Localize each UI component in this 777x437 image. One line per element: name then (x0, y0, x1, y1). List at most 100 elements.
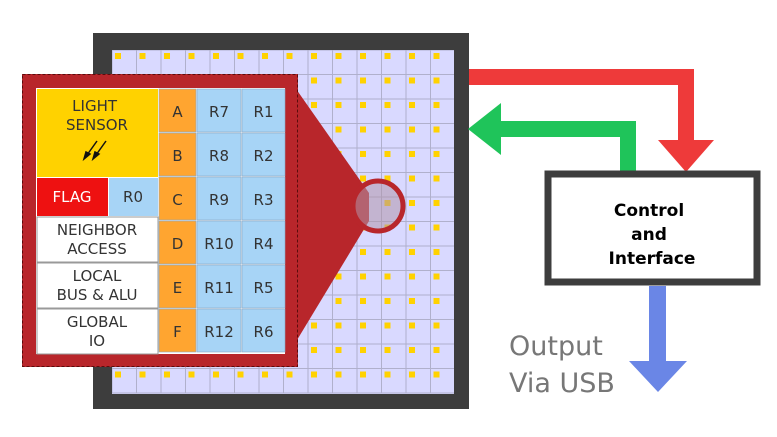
control-label-line-1: Control (614, 201, 684, 221)
pixel-dot (384, 298, 391, 304)
pixel-dot (384, 322, 391, 329)
pixel-dot (360, 77, 366, 84)
green-arrow-from-control (468, 103, 636, 172)
register-cell (241, 132, 286, 177)
r0-block (109, 178, 158, 216)
pixel-dot (409, 102, 415, 108)
flag-label: FLAG (53, 188, 92, 206)
pixel-dot (409, 77, 415, 84)
register-label: R7 (209, 103, 229, 121)
pixel-dot (433, 151, 440, 157)
pixel-dot (311, 322, 317, 329)
output-label-line-2: Via USB (509, 368, 615, 399)
pixel-dot (384, 151, 391, 157)
pixel-dot (286, 371, 293, 378)
block-global_io (36, 308, 159, 355)
pixel-dot (311, 371, 317, 378)
register-cell (196, 132, 242, 177)
address-cell (158, 308, 197, 353)
register-cell (196, 176, 242, 221)
light-sensor-label: LIGHT SENSOR (66, 97, 128, 134)
pixel-dot (188, 371, 195, 378)
pixel-dot (409, 53, 415, 59)
pixel-dot (409, 175, 415, 182)
register-cell (241, 220, 286, 265)
pixel-dot (409, 322, 415, 329)
address-cell (158, 88, 197, 133)
output-label: Output Via USB (509, 331, 615, 399)
red-arrow-to-control (469, 69, 714, 172)
control-interface-box: Control and Interface (544, 170, 761, 286)
pixel-dot (237, 53, 244, 59)
pixel-dot (433, 347, 440, 353)
register-cell (196, 88, 242, 133)
register-label: R6 (254, 323, 274, 341)
light-sensor-label-line-1: LIGHT (72, 97, 118, 115)
control-label-line-2: and (631, 225, 667, 245)
register-cell (241, 264, 286, 309)
pixel-dot (409, 200, 415, 206)
pixel-dot (409, 126, 415, 133)
zoom-callout (294, 86, 406, 345)
blue-arrow-output (629, 286, 687, 392)
register-label: R4 (254, 235, 274, 253)
light-sensor-label-line-2: SENSOR (66, 116, 128, 134)
pixel-dot (433, 53, 440, 59)
pixel-dot (433, 102, 440, 108)
output-label-line-1: Output (509, 331, 603, 362)
pixel-dot (360, 175, 366, 182)
pixel-dot (384, 126, 391, 133)
pixel-dot (335, 53, 342, 59)
register-label: R8 (209, 147, 229, 165)
pixel-dot (360, 322, 366, 329)
pixel-dot (115, 53, 121, 59)
register-label: R11 (204, 279, 234, 297)
pixel-dot (384, 371, 391, 378)
control-label-line-3: Interface (609, 249, 696, 269)
pixel-dot (335, 102, 342, 108)
red-arrow-shaft (469, 69, 694, 140)
pixel-dot (360, 126, 366, 133)
register-cell (196, 308, 242, 353)
pixel-dot (384, 175, 391, 182)
r0-label: R0 (123, 188, 143, 206)
block-neighbor (36, 216, 159, 263)
block-global_io-label-line: GLOBAL (67, 313, 128, 331)
pixel-dot (433, 77, 440, 84)
pixel-dot (409, 273, 415, 280)
register-label: R9 (209, 191, 229, 209)
pixel-dot (188, 53, 195, 59)
address-label: C (172, 191, 182, 209)
block-local_bus-label-line: BUS & ALU (57, 286, 138, 304)
pixel-dot (409, 151, 415, 157)
register-cell (241, 176, 286, 221)
pixel-dot (360, 249, 366, 255)
control-box-label: Control and Interface (609, 201, 696, 269)
pixel-dot (262, 53, 268, 59)
pixel-dot (384, 102, 391, 108)
block-local_bus-label-line: LOCAL (73, 267, 122, 285)
pixel-dot (213, 53, 219, 59)
pixel-dot (409, 371, 415, 378)
pixel-dot (335, 322, 342, 329)
pixel-dot (164, 53, 170, 59)
pixel-dot (139, 371, 146, 378)
light-rays-icon (82, 140, 107, 162)
pixel-dot (311, 347, 317, 353)
register-label: R10 (204, 235, 234, 253)
address-label: B (172, 147, 182, 165)
pixel-cell-outer-dash (22, 74, 298, 367)
pixel-dot (262, 371, 268, 378)
pixel-dot (433, 224, 440, 231)
pixel-dot (433, 273, 440, 280)
pixel-dot (433, 322, 440, 329)
pixel-dot (433, 298, 440, 304)
pixel-dot (139, 53, 146, 59)
address-cell (158, 264, 197, 309)
pixel-dot (311, 77, 317, 84)
pixel-dot (433, 371, 440, 378)
